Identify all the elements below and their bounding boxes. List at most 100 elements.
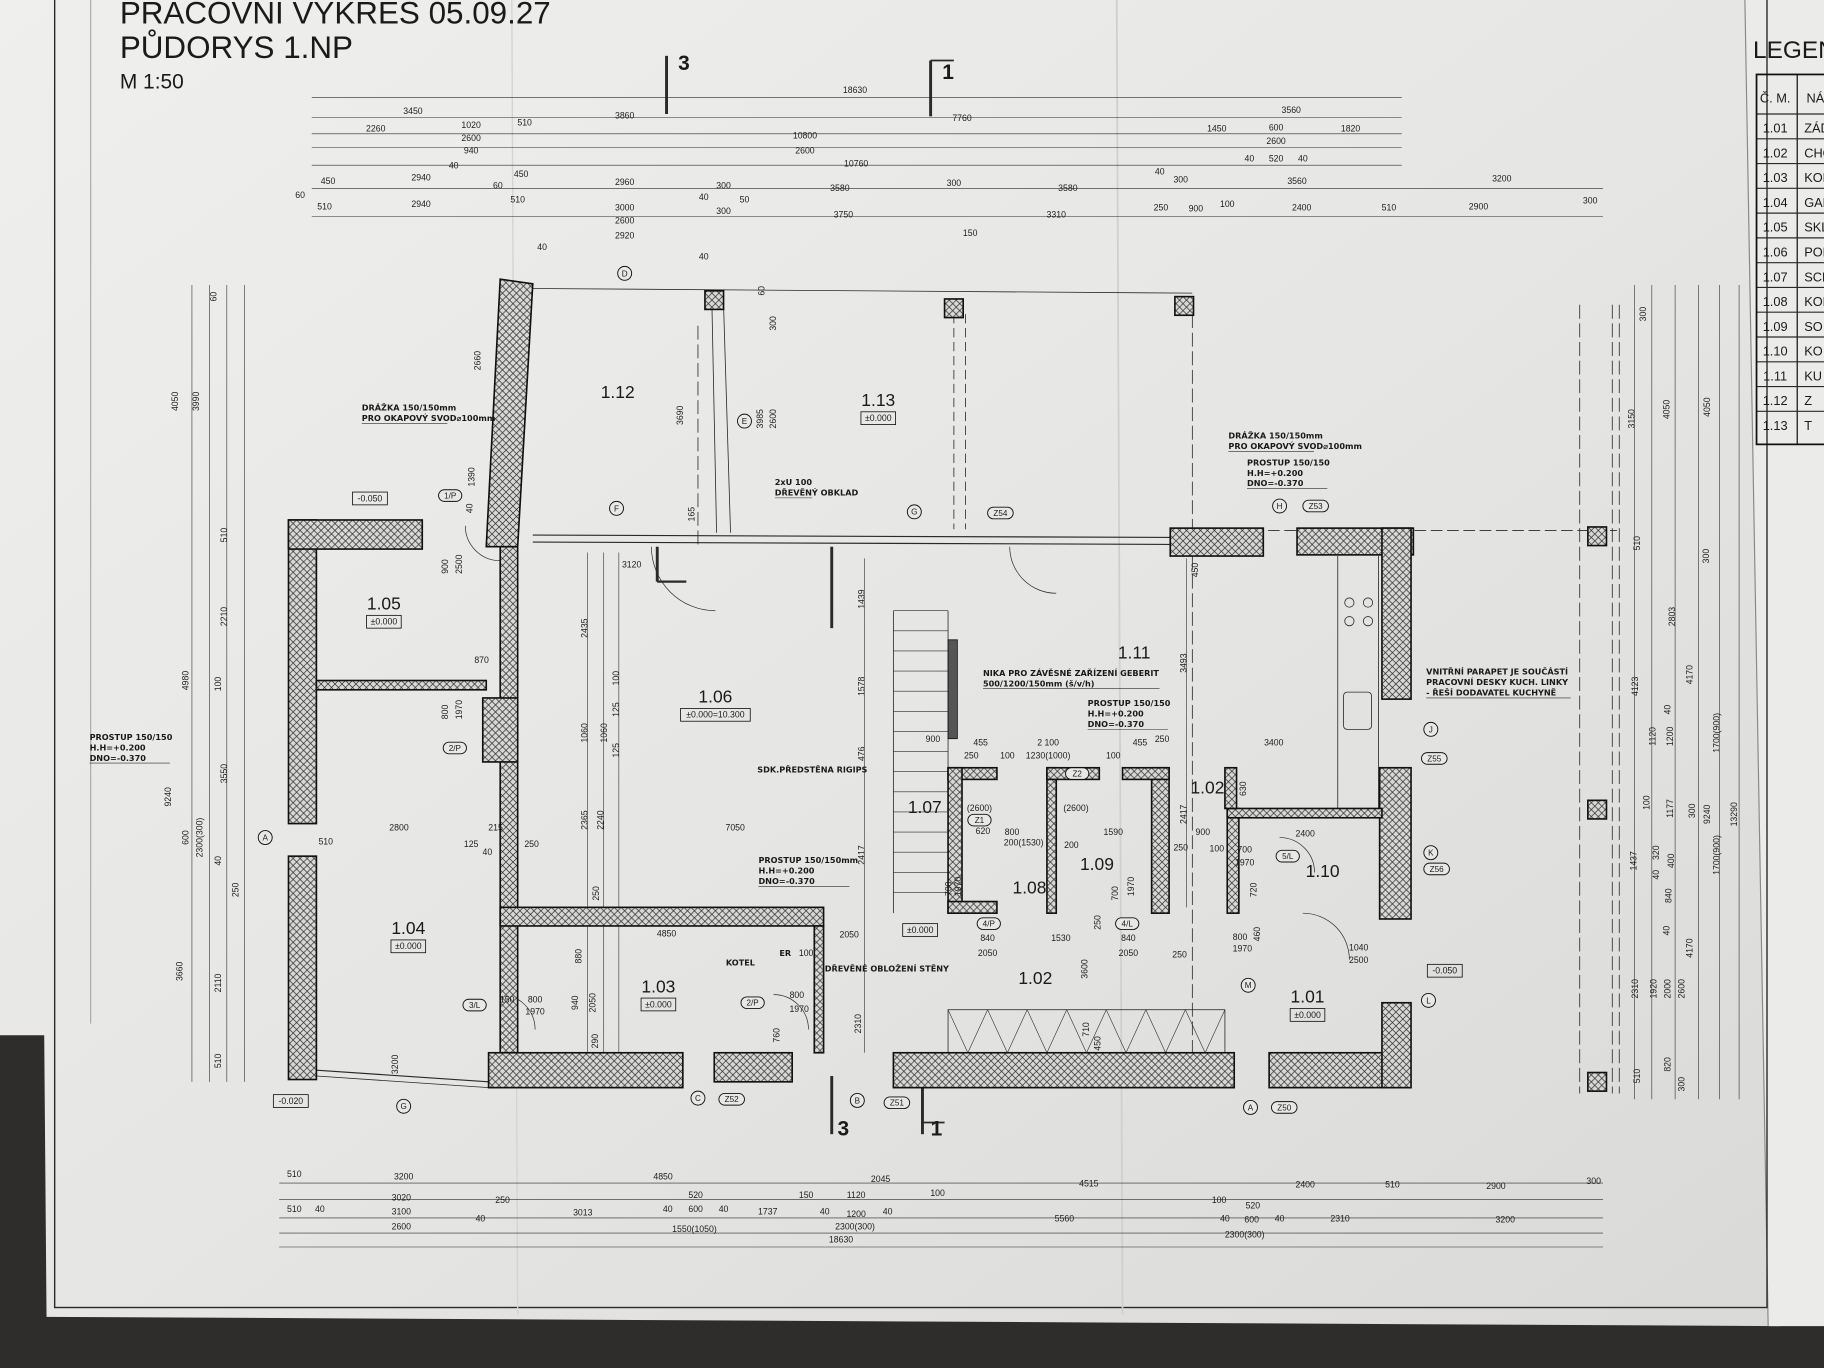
dimension-vertical: 720 — [1248, 882, 1258, 897]
dimension-top: 300 — [1583, 196, 1598, 206]
tag-outline — [718, 1093, 745, 1106]
grid-axis-label: E — [742, 417, 748, 426]
annotation-note: 500/1200/150mm (š/v/h) — [983, 678, 1095, 688]
window-tag: Z50 — [1277, 1103, 1291, 1112]
dimension-vertical: 250 — [230, 882, 240, 897]
annotation-note: DŘEVĚNÝ OBKLAD — [775, 487, 859, 498]
dimension-vertical: 300 — [1638, 307, 1648, 322]
level-marker: -0.050 — [1432, 966, 1457, 976]
section-mark: 1 — [931, 1117, 943, 1140]
dimension-bottom: 40 — [883, 1206, 893, 1216]
dimension-vertical: 4980 — [180, 671, 190, 691]
annotation-note: VNITŘNÍ PARAPET JE SOUČÁSTÍ — [1426, 666, 1568, 677]
dimension-interior: 100 — [1210, 844, 1225, 854]
dimension-interior: 1590 — [1104, 827, 1124, 837]
dimension-vertical: 2660 — [472, 351, 482, 371]
dimension-top: 2600 — [795, 146, 815, 156]
legend-room-number: 1.02 — [1763, 145, 1788, 160]
dimension-bottom: 2310 — [1330, 1213, 1350, 1223]
dimension-vertical: 4170 — [1685, 665, 1695, 685]
door-tag: 4/L — [1122, 920, 1134, 929]
dimension-vertical: 300 — [1676, 1077, 1686, 1092]
door-tag: 2/P — [449, 744, 461, 753]
annotation-note: DNO=-0.370 — [758, 876, 815, 886]
door-tag: Z1 — [975, 816, 985, 825]
dimension-interior: 215 — [488, 823, 503, 833]
tag-outline — [883, 1096, 911, 1110]
dimension-vertical: 4050 — [170, 391, 180, 411]
dimension-vertical: 300 — [1687, 803, 1697, 818]
room-label: 1.01 — [1291, 987, 1325, 1007]
annotation-note: PROSTUP 150/150 — [1088, 698, 1171, 708]
grid-axis-marker — [1272, 498, 1288, 514]
wall-segment — [1046, 766, 1058, 914]
dimension-interior: 800 — [1005, 827, 1020, 837]
dimension-vertical: 510 — [219, 528, 229, 543]
dimension-interior: 900 — [1196, 827, 1211, 837]
wall-segment — [499, 906, 825, 927]
dimension-vertical: 450 — [1190, 563, 1200, 578]
grid-axis-label: A — [263, 833, 269, 842]
dimension-vertical: 165 — [686, 507, 696, 522]
wall-segment — [481, 697, 519, 763]
annotation-note: H.H=+0.200 — [758, 866, 814, 876]
dimension-top: 300 — [1173, 175, 1188, 185]
dimension-interior: (2600) — [967, 803, 992, 813]
wall-segment — [485, 278, 534, 548]
window-tag: Z54 — [993, 509, 1007, 518]
grid-axis-marker — [1240, 977, 1256, 993]
annotation-note: DNO=-0.370 — [1088, 719, 1145, 729]
room-label: 1.09 — [1080, 854, 1114, 874]
section-mark: 3 — [838, 1117, 850, 1140]
annotation-note: - ŘEŠÍ DODAVATEL KUCHYNĚ — [1426, 687, 1556, 698]
dimension-interior: 250 — [964, 750, 979, 760]
dimension-vertical: 4050 — [1661, 400, 1671, 420]
tag-outline — [1065, 767, 1090, 780]
dimension-top: 3560 — [1287, 176, 1307, 186]
legend-table — [1755, 73, 1824, 446]
legend-room-number: 1.06 — [1763, 245, 1788, 260]
dimension-bottom: 3100 — [392, 1206, 412, 1216]
dimension-vertical: 40 — [213, 856, 223, 866]
wall-segment — [1226, 807, 1383, 819]
dimension-top: 40 — [1298, 154, 1308, 164]
dimension-vertical: 1578 — [856, 676, 866, 696]
dimension-interior: 2050 — [1119, 948, 1139, 958]
dimension-vertical: 4170 — [1685, 938, 1695, 958]
level-box — [352, 491, 388, 506]
dimension-top: 3200 — [1492, 173, 1512, 183]
dimension-bottom: 1550(1050) — [672, 1224, 717, 1234]
dimension-top: 450 — [321, 176, 336, 186]
tag-outline — [442, 741, 467, 755]
room-label: 1.06 — [698, 687, 732, 707]
annotation-note: DNO=-0.370 — [90, 753, 147, 763]
dimension-vertical: 2600 — [1676, 979, 1686, 999]
dimension-interior: 100 — [799, 948, 814, 958]
legend-room-number: 1.13 — [1763, 418, 1788, 433]
dimension-bottom: 3020 — [392, 1192, 412, 1202]
dimension-bottom: 4850 — [653, 1172, 673, 1182]
dimension-vertical: 510 — [213, 1053, 223, 1068]
dimension-vertical: 250 — [1092, 915, 1102, 930]
dimension-interior: 3120 — [622, 560, 642, 570]
paper-sheet — [0, 0, 1824, 1327]
walls — [287, 73, 1824, 1092]
dimension-interior: 1970 — [953, 877, 963, 897]
level-marker: ±0.000 — [907, 925, 934, 935]
room-level: ±0.000 — [1294, 1010, 1321, 1020]
dimension-interior: 250 — [1173, 842, 1188, 852]
room-label: 1.11 — [1118, 642, 1151, 662]
dimension-vertical: 600 — [180, 830, 190, 845]
wall-segment — [1378, 766, 1412, 920]
grid-axis-marker — [396, 1098, 412, 1114]
dimension-vertical: 3550 — [219, 764, 229, 784]
dimension-top: 40 — [699, 192, 709, 202]
dimension-vertical: 40 — [1661, 926, 1671, 936]
grid-axis-marker — [1423, 721, 1439, 737]
legend-room-number: 1.04 — [1763, 195, 1788, 210]
legend-room-name: KOM — [1804, 170, 1824, 185]
dimension-top: 10760 — [844, 158, 868, 168]
dimension-interior: 510 — [318, 837, 333, 847]
legend-room-name: KOM — [1804, 294, 1824, 309]
level-box — [272, 1094, 309, 1108]
